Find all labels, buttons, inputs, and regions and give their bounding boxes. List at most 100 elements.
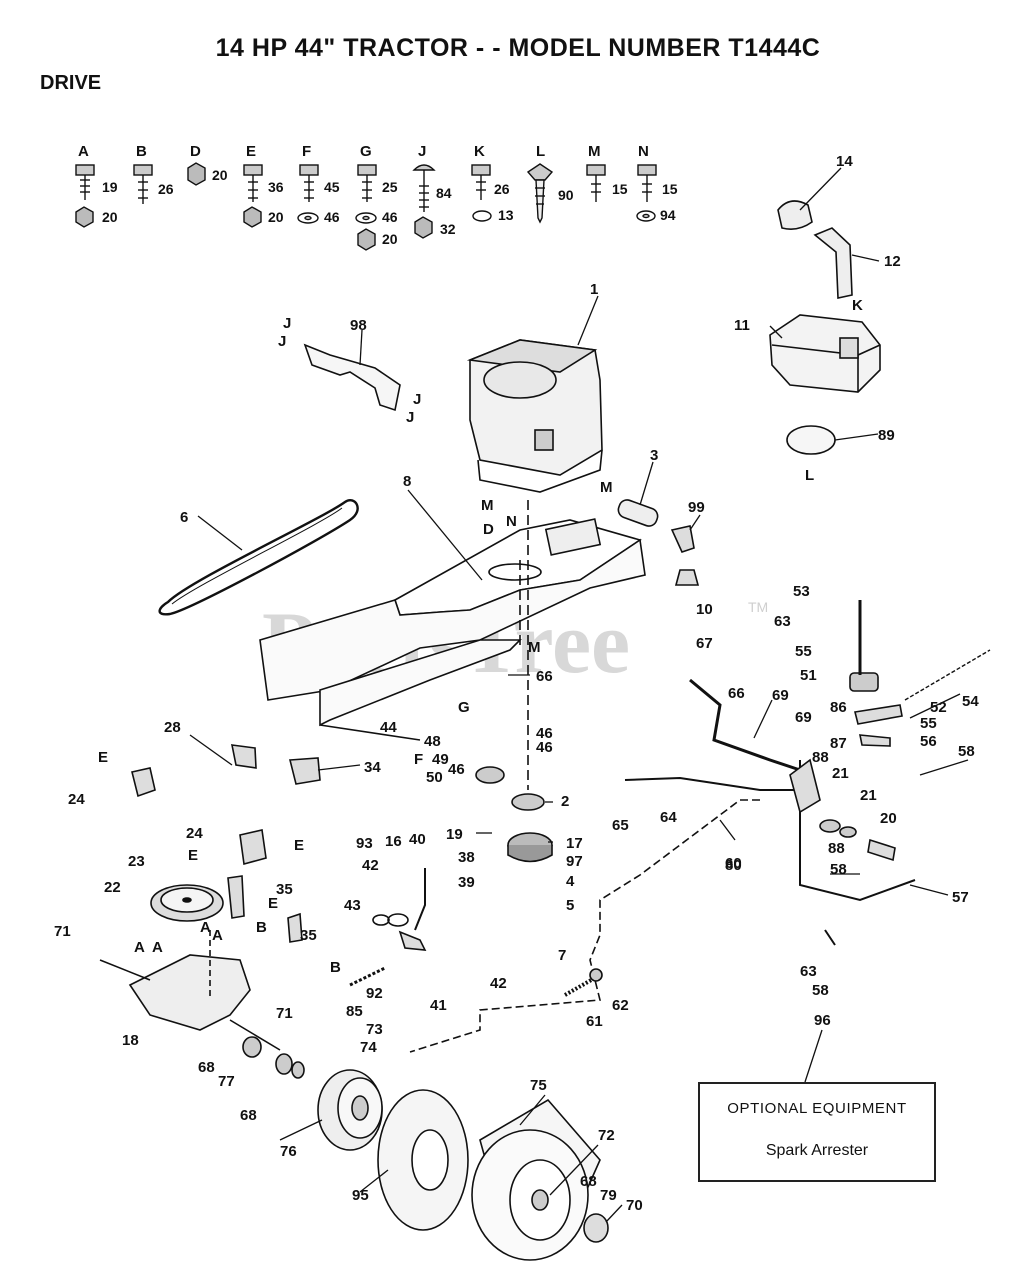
bracket-34: [288, 757, 321, 785]
callout-89: 89: [878, 427, 895, 444]
exhaust-pipe: [813, 227, 853, 299]
svg-text:20: 20: [102, 209, 118, 225]
svg-text:E: E: [268, 895, 278, 912]
diagram-title: 14 HP 44" TRACTOR - - MODEL NUMBER T1444…: [215, 34, 821, 62]
svg-text:M: M: [481, 497, 494, 514]
svg-text:E: E: [246, 143, 256, 160]
callout-73: 73: [366, 1021, 383, 1038]
callout-35a: 35: [276, 881, 293, 898]
svg-text:94: 94: [660, 207, 676, 223]
callout-60: 60: [725, 855, 742, 872]
wheel-hub: [317, 1069, 383, 1151]
svg-text:L: L: [805, 467, 814, 484]
svg-text:M: M: [600, 479, 613, 496]
callout-87: 87: [830, 735, 847, 752]
callout-11: 11: [734, 317, 750, 334]
hardware-letter-callouts: J J J J K L M M M N D G F E E E E B B A …: [98, 297, 863, 976]
rod-63b: [824, 929, 836, 946]
callout-46c: 46: [448, 761, 465, 778]
callout-52: 52: [930, 699, 947, 716]
frame: [259, 518, 646, 741]
svg-text:E: E: [294, 837, 304, 854]
svg-text:20: 20: [212, 167, 228, 183]
svg-text:F: F: [414, 751, 423, 768]
bracket-28: [230, 744, 257, 769]
callout-96: 96: [814, 1012, 831, 1029]
callout-58a: 58: [958, 743, 975, 760]
callout-19: 19: [446, 826, 463, 843]
optional-equipment-item: Spark Arrester: [765, 1142, 869, 1159]
svg-text:26: 26: [494, 181, 510, 197]
fitting-10: [674, 569, 700, 586]
callout-50: 50: [426, 769, 443, 786]
callout-5: 5: [566, 897, 574, 914]
svg-text:K: K: [852, 297, 863, 314]
bracket-24b: [239, 829, 267, 866]
transaxle: [99, 930, 281, 1051]
bracket-98: [303, 343, 401, 412]
optional-equipment-box: OPTIONAL EQUIPMENT Spark Arrester: [698, 1082, 936, 1182]
svg-text:45: 45: [324, 179, 340, 195]
callout-34: 34: [364, 759, 381, 776]
callout-10: 10: [696, 601, 713, 618]
svg-text:L: L: [536, 143, 545, 160]
callout-71b: 71: [276, 1005, 293, 1022]
callout-54: 54: [962, 693, 979, 710]
callout-35b: 35: [300, 927, 317, 944]
callout-70: 70: [626, 1197, 643, 1214]
tire-95: [377, 1089, 469, 1231]
leader-lines: [189, 167, 969, 1223]
svg-text:G: G: [458, 699, 470, 716]
svg-text:B: B: [136, 143, 147, 160]
callout-46b: 46: [536, 739, 553, 756]
callout-51: 51: [800, 667, 817, 684]
tube-3: [617, 499, 659, 527]
svg-text:TM: TM: [748, 599, 768, 615]
callout-63a: 63: [774, 613, 791, 630]
callout-74: 74: [360, 1039, 377, 1056]
callout-7: 7: [558, 947, 566, 964]
tire-75: [471, 1098, 601, 1261]
callout-69b: 69: [795, 709, 812, 726]
callout-97: 97: [566, 853, 583, 870]
callout-41: 41: [430, 997, 447, 1014]
section-heading: DRIVE: [40, 72, 102, 94]
callout-24b: 24: [186, 825, 203, 842]
callout-3: 3: [650, 447, 658, 464]
svg-text:D: D: [190, 143, 201, 160]
callout-58b: 58: [830, 861, 847, 878]
callout-12: 12: [884, 253, 901, 270]
callout-14: 14: [836, 153, 853, 170]
pipe-clamp: [777, 200, 813, 230]
svg-text:A: A: [152, 939, 163, 956]
callout-1: 1: [590, 281, 598, 298]
callout-55a: 55: [795, 643, 812, 660]
callout-2: 2: [561, 793, 569, 810]
callout-56: 56: [920, 733, 937, 750]
svg-text:46: 46: [324, 209, 340, 225]
elbow-99: [670, 525, 695, 553]
svg-text:B: B: [330, 959, 341, 976]
callout-86: 86: [830, 699, 847, 716]
callout-21b: 21: [860, 787, 877, 804]
callout-88a: 88: [812, 749, 829, 766]
svg-text:J: J: [406, 409, 414, 426]
callout-48: 48: [424, 733, 441, 750]
muffler: [769, 314, 881, 393]
callout-68c: 68: [580, 1173, 597, 1190]
hardware-key: A 19 20 B 26 D 20 E 36 20 F 45 46 G 25 4: [75, 143, 678, 251]
svg-text:D: D: [483, 521, 494, 538]
svg-text:26: 26: [158, 181, 174, 197]
callout-80: 80: [725, 857, 742, 874]
pulley-2: [511, 793, 545, 811]
callout-65: 65: [612, 817, 629, 834]
svg-text:15: 15: [662, 181, 678, 197]
callout-23: 23: [128, 853, 145, 870]
pin-54: [904, 649, 991, 701]
spring-85: [349, 966, 386, 987]
svg-text:13: 13: [498, 207, 514, 223]
callout-22: 22: [104, 879, 121, 896]
part-drawings: [99, 200, 991, 1261]
svg-text:32: 32: [440, 221, 456, 237]
callout-64: 64: [660, 809, 677, 826]
